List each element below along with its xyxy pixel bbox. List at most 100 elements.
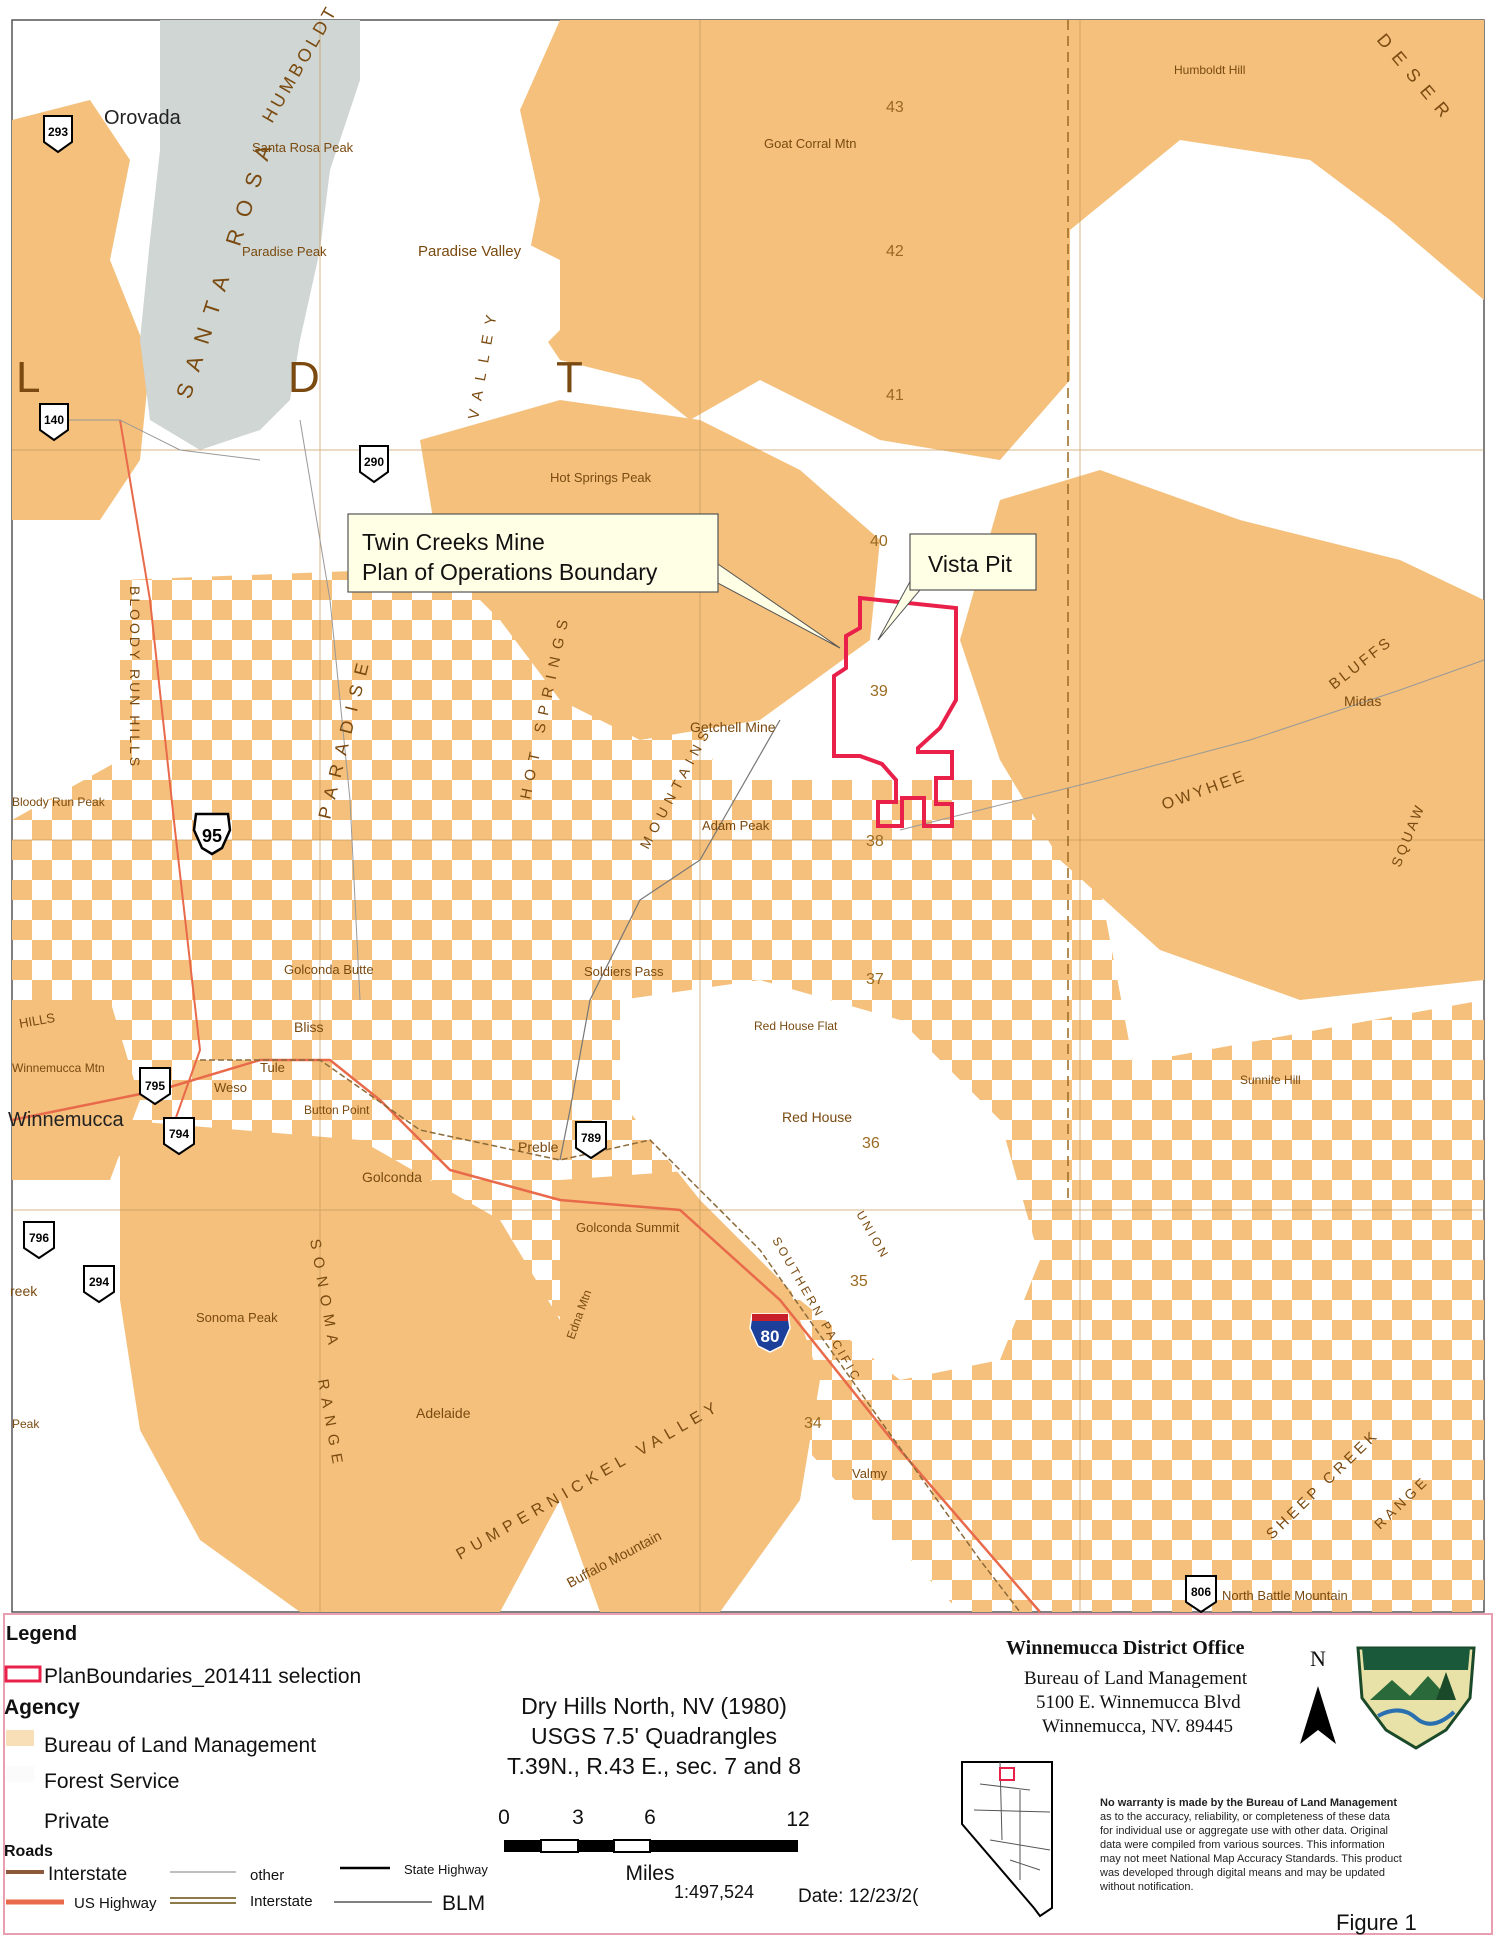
legend-panel: Legend PlanBoundaries_201411 selection A… (3, 1613, 1493, 1935)
map-area: Twin Creeks Mine Plan of Operations Boun… (8, 1, 1485, 1614)
badge-banner (1362, 1648, 1470, 1670)
place-preble: Preble (518, 1139, 559, 1155)
place-adam-peak: Adam Peak (702, 818, 770, 833)
state-highway-789 (559, 719, 781, 1161)
shield-290-label: 290 (364, 455, 384, 469)
place-sonoma-peak: Sonoma Peak (196, 1310, 278, 1325)
nevada-locator-map (961, 1761, 1053, 1918)
legend-frame (3, 1613, 1493, 1935)
state-highway-290 (299, 419, 361, 1001)
legend-blm-road: BLM (442, 1892, 485, 1915)
label-d: D (288, 353, 320, 402)
place-midas: Midas (1344, 693, 1381, 709)
owyhee-road (899, 659, 1485, 831)
map-date: Date: 12/23/2( (798, 1886, 919, 1907)
label-bloody-run-hills: BLOODY RUN HILLS (127, 586, 143, 769)
legend-private: Private (44, 1810, 109, 1833)
grid-number: 43 (886, 99, 904, 116)
blm-region-far-west (12, 1000, 140, 1180)
place-button-point: Button Point (304, 1103, 370, 1117)
locator-highlight (999, 1767, 1015, 1781)
shield-794-label: 794 (169, 1127, 189, 1141)
grid-number: 38 (866, 833, 884, 850)
badge-mountains (1370, 1676, 1450, 1700)
badge-river (1377, 1708, 1456, 1726)
disclaimer-line: as to the accuracy, reliability, or comp… (1100, 1811, 1391, 1823)
plan-boundary-swatch (4, 1665, 42, 1683)
vista-pit-callout: Vista Pit (877, 533, 1037, 641)
railroad (200, 1059, 1021, 1613)
scale-segment-4 (613, 1839, 651, 1853)
disclaimer-line: was developed through digital means and … (1099, 1867, 1385, 1879)
checkerboard-zone-right (900, 1000, 1484, 1612)
place-adelaide: Adelaide (416, 1405, 471, 1421)
blm-region-owyhee (1140, 600, 1484, 900)
disclaimer: No warranty is made by the Bureau of Lan… (1099, 1797, 1402, 1893)
scale-ratio: 1:497,524 (674, 1882, 754, 1902)
county-lines (973, 1761, 1051, 1880)
vista-pit-label: Vista Pit (928, 551, 1013, 577)
legend-interstate: Interstate (48, 1864, 127, 1885)
place-soldiers-pass: Soldiers Pass (584, 964, 664, 979)
grid-number: 35 (850, 1273, 868, 1290)
shield-293: 293 (43, 115, 73, 154)
place-golconda: Golconda (362, 1169, 422, 1185)
place-goat-corral-mtn: Goat Corral Mtn (764, 136, 856, 151)
disclaimer-line: data were compiled from various sources.… (1100, 1839, 1385, 1851)
place-hills: HILLS (18, 1010, 57, 1031)
shield-789: 789 (575, 1121, 607, 1160)
figure-label: Figure 1 (1336, 1910, 1417, 1935)
plan-boundary (832, 595, 958, 828)
township-numbers: 43 42 41 40 39 38 37 36 35 34 (804, 99, 904, 1432)
scale-tick-12: 12 (786, 1808, 809, 1831)
shield-290: 290 (359, 445, 389, 484)
forest-swatch (6, 1766, 34, 1782)
valley-white-south (620, 980, 1040, 1380)
legend-blm: Bureau of Land Management (44, 1734, 316, 1757)
scale-segment-3 (578, 1840, 614, 1852)
grid-number: 39 (870, 683, 888, 700)
north-label: N (1310, 1646, 1326, 1671)
legend-forest-service: Forest Service (44, 1770, 179, 1793)
place-paradise-peak: Paradise Peak (242, 244, 327, 259)
place-valmy: Valmy (852, 1466, 888, 1481)
grid-number: 41 (886, 387, 904, 404)
place-tule: Tule (260, 1060, 285, 1075)
legend-us-highway: US Highway (74, 1895, 157, 1912)
quad-line2: USGS 7.5' Quadrangles (531, 1723, 777, 1749)
grid-number: 36 (862, 1135, 880, 1152)
place-golconda-butte: Golconda Butte (284, 962, 374, 977)
scale-segment-5 (650, 1840, 798, 1852)
legend-interstate2: Interstate (250, 1893, 313, 1910)
legend-agency-title: Agency (4, 1696, 80, 1719)
place-santa-rosa-peak: Santa Rosa Peak (252, 140, 354, 155)
twin-creeks-box (347, 513, 719, 593)
place-reek: reek (10, 1283, 38, 1299)
blm-region-north (520, 20, 1484, 460)
office-name: Winnemucca District Office (1006, 1637, 1245, 1659)
place-weso: Weso (214, 1080, 247, 1095)
shield-294-label: 294 (89, 1275, 109, 1289)
state-highway-140 (45, 419, 261, 461)
scale-bar: 0 3 6 12 Miles 1:497,524 (498, 1806, 810, 1902)
shield-95: 95 (192, 812, 232, 856)
paradise-valley (310, 180, 560, 520)
shield-789-label: 789 (581, 1131, 601, 1145)
place-red-house-flat: Red House Flat (754, 1019, 838, 1033)
label-l: L (16, 353, 40, 402)
shield-795-label: 795 (145, 1079, 165, 1093)
badge-tree (1436, 1672, 1456, 1700)
twin-creeks-line2: Plan of Operations Boundary (362, 559, 658, 585)
place-winnemucca: Winnemucca (8, 1109, 124, 1131)
interstate-80 (11, 1058, 1041, 1613)
legend-roads-title: Roads (4, 1843, 53, 1860)
route-shields: 293 140 290 95 795 794 (23, 115, 1217, 1614)
place-hot-springs-peak: Hot Springs Peak (550, 470, 652, 485)
scale-tick-3: 3 (572, 1806, 584, 1829)
grid-number: 37 (866, 971, 884, 988)
shield-95-label: 95 (202, 826, 222, 846)
north-arrow-icon (1300, 1686, 1336, 1744)
scale-segment-1 (504, 1840, 541, 1852)
office-line3: Winnemucca, NV. 89445 (1042, 1716, 1233, 1737)
